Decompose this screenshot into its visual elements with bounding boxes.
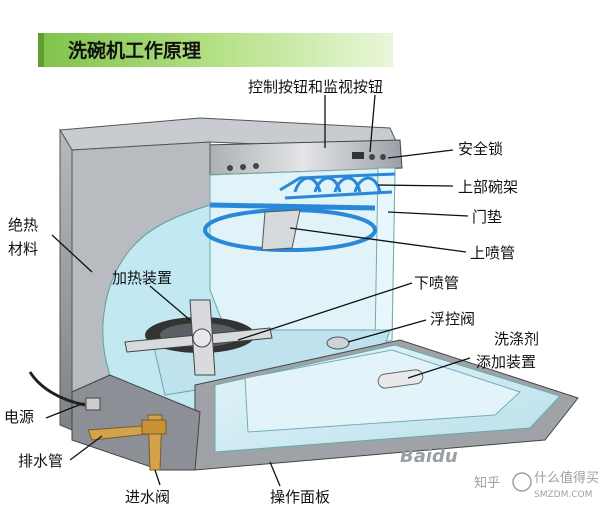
upper-rack bbox=[279, 172, 396, 200]
labels: 控制按钮和监视按钮 安全锁 上部碗架 门垫 绝热 材料 上喷管 加热装置 下喷管… bbox=[4, 78, 539, 506]
leader-float-valve bbox=[347, 319, 427, 343]
label-power: 电源 bbox=[4, 408, 34, 426]
smzdm-logo-icon bbox=[512, 472, 532, 492]
leader-drain bbox=[69, 435, 103, 461]
upper-spray-hub bbox=[261, 209, 301, 251]
leader-lower-spray bbox=[237, 282, 413, 341]
door-recess bbox=[244, 349, 521, 433]
watermark-smzdm-line2: SMZDM.COM bbox=[534, 490, 592, 500]
leader-door-seal bbox=[387, 211, 469, 217]
dishwasher-illustration bbox=[28, 117, 579, 471]
float-valve-cap bbox=[326, 336, 350, 350]
control-button-icon bbox=[369, 154, 375, 160]
leader-control-right bbox=[369, 94, 376, 153]
detergent-dispenser bbox=[377, 369, 424, 389]
inlet-valve-body bbox=[141, 419, 167, 435]
label-drain-pipe: 排水管 bbox=[18, 452, 63, 470]
label-inlet-valve: 进水阀 bbox=[125, 488, 170, 506]
label-detergent-line1: 洗涤剂 bbox=[494, 330, 539, 348]
label-door-seal: 门垫 bbox=[472, 208, 502, 226]
leader-detergent bbox=[407, 357, 471, 379]
title-banner: 洗碗机工作原理 bbox=[38, 33, 393, 67]
leader-heating bbox=[149, 285, 191, 321]
watermark-zhihu: 知乎 bbox=[474, 475, 500, 491]
upper-spray-arm bbox=[203, 208, 377, 252]
leader-safety-lock bbox=[387, 149, 454, 159]
power-cord bbox=[28, 371, 86, 407]
control-knob-icon bbox=[227, 165, 233, 171]
cabinet-left-edge bbox=[59, 128, 73, 431]
label-heating-device: 加热装置 bbox=[112, 269, 172, 287]
watermark-smzdm-line1: 什么值得买 bbox=[534, 470, 599, 486]
cabinet-base bbox=[71, 374, 201, 471]
label-float-valve: 浮控阀 bbox=[430, 310, 475, 328]
label-control-panel: 操作面板 bbox=[270, 488, 330, 506]
control-knob-icon bbox=[240, 164, 246, 170]
page-title: 洗碗机工作原理 bbox=[68, 39, 201, 62]
leader-lines bbox=[45, 94, 471, 487]
control-knob-icon bbox=[253, 163, 259, 169]
spray-hub bbox=[192, 328, 212, 348]
display-icon bbox=[352, 152, 364, 159]
title-banner-edge bbox=[38, 33, 44, 67]
label-lower-spray-arm: 下喷管 bbox=[414, 274, 459, 292]
label-insulation-line2: 材料 bbox=[8, 240, 38, 258]
watermark-baidu: Baidu bbox=[400, 446, 458, 467]
label-detergent-line2: 添加装置 bbox=[476, 353, 536, 371]
leader-insulation bbox=[51, 234, 93, 273]
power-box bbox=[85, 397, 101, 411]
leader-power bbox=[45, 402, 85, 419]
leader-upper-rack bbox=[377, 184, 454, 187]
leader-inlet bbox=[154, 469, 161, 486]
watermarks: Baidu 知乎 什么值得买 SMZDM.COM bbox=[400, 446, 599, 500]
label-upper-rack: 上部碗架 bbox=[458, 178, 518, 196]
leader-upper-spray bbox=[289, 227, 467, 253]
label-upper-spray-arm: 上喷管 bbox=[470, 244, 515, 262]
tub-right-wall bbox=[374, 167, 396, 346]
label-safety-lock: 安全锁 bbox=[458, 140, 503, 158]
upper-spray-bar bbox=[209, 202, 376, 211]
title-banner-bg bbox=[38, 33, 393, 67]
label-insulation-line1: 绝热 bbox=[8, 216, 38, 234]
leader-control-panel bbox=[269, 461, 281, 487]
control-button-icon bbox=[380, 154, 386, 160]
label-control-buttons: 控制按钮和监视按钮 bbox=[248, 78, 383, 96]
